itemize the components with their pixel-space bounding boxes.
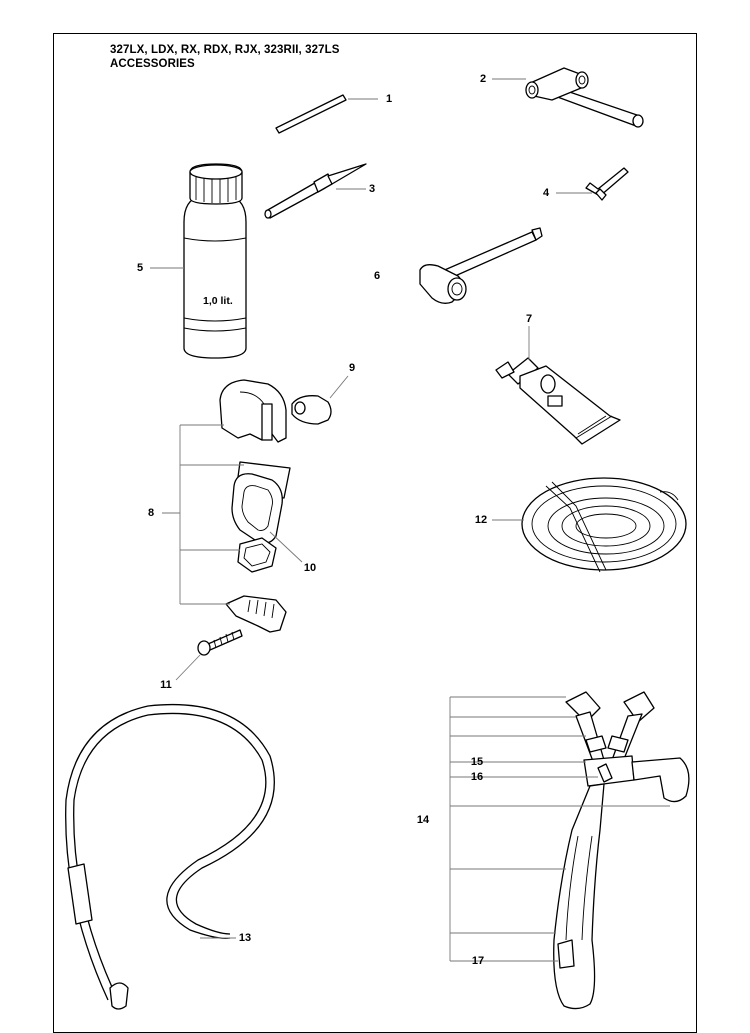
part-number-15: 15: [470, 756, 484, 768]
part-11-screw: [175, 629, 243, 681]
section-title: ACCESSORIES: [110, 58, 195, 70]
part-number-6: 6: [373, 270, 381, 282]
part-4-hex-key: [556, 167, 629, 201]
part-number-10: 10: [303, 562, 317, 574]
part-number-1: 1: [385, 93, 393, 105]
part-number-3: 3: [368, 183, 376, 195]
part-number-4: 4: [542, 187, 550, 199]
part-14-harness: [449, 691, 690, 1010]
part-number-16: 16: [470, 771, 484, 783]
part-3-punch: [264, 163, 367, 219]
part-number-7: 7: [525, 313, 533, 325]
part-8-hanger-assembly: [162, 379, 303, 633]
part-9-clamp: [291, 375, 349, 425]
part-number-11: 11: [160, 679, 172, 691]
part-7-grease-tube: [495, 326, 621, 445]
part-number-13: 13: [238, 932, 252, 944]
part-1-pin: [275, 94, 378, 134]
part-2-combination-wrench: [492, 67, 644, 128]
part-5-oil-bottle: [150, 163, 247, 359]
part-number-12: 12: [474, 514, 488, 526]
part-12-trimmer-line: [492, 477, 687, 573]
part-6-spark-plug-wrench: [419, 227, 543, 304]
model-list-title: 327LX, LDX, RX, RDX, RJX, 323RII, 327LS: [110, 44, 340, 56]
part-number-8: 8: [147, 507, 155, 519]
part-number-5: 5: [136, 262, 144, 274]
part-number-9: 9: [348, 362, 356, 374]
part-13-shoulder-strap: [65, 703, 275, 1010]
part-number-2: 2: [479, 73, 487, 85]
part-number-17: 17: [471, 955, 485, 967]
part-number-14: 14: [416, 814, 430, 826]
bottle-volume-label: 1,0 lit.: [203, 295, 233, 307]
